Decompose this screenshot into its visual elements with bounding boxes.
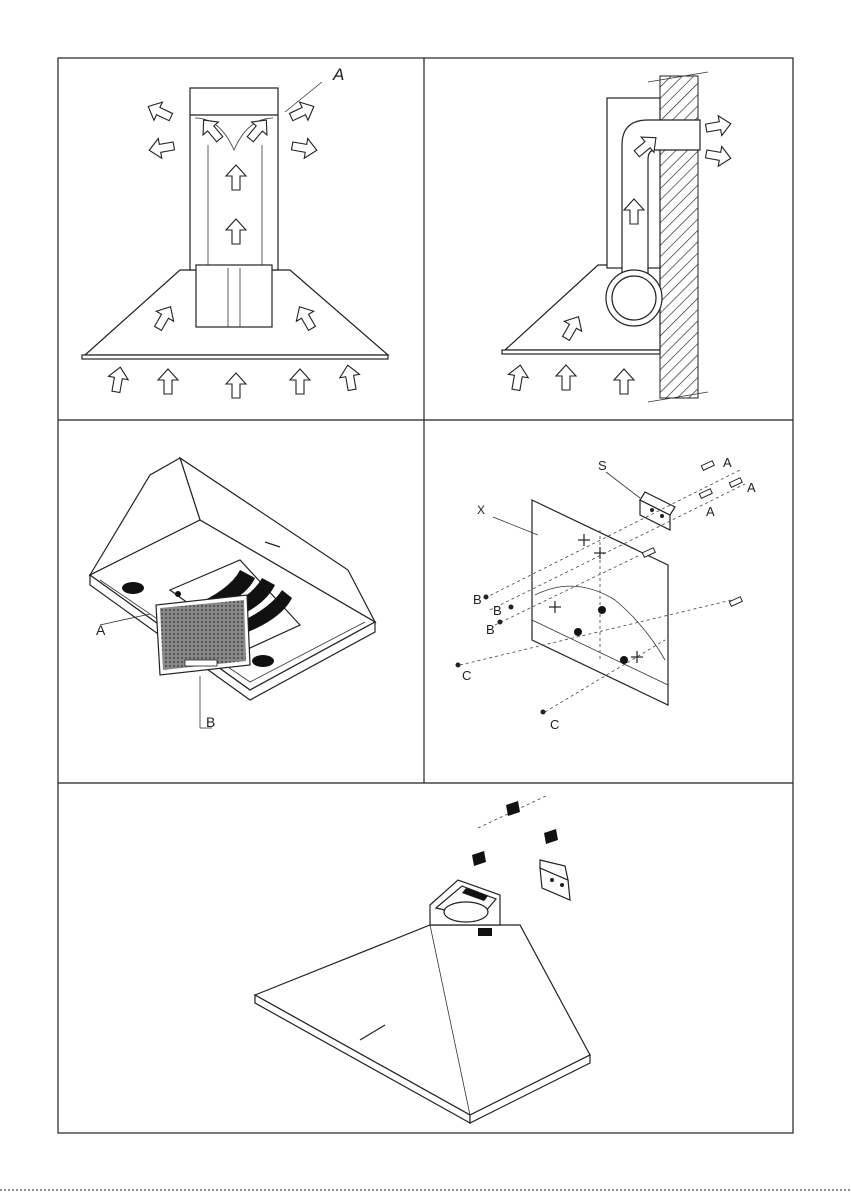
panel-hood-underside-filters: A B [90, 458, 375, 730]
label-c-1: C [462, 668, 471, 683]
label-bracket-s: S [598, 458, 607, 473]
label-a: A [332, 65, 344, 84]
label-template-x: X [477, 503, 485, 517]
label-c-2: C [550, 717, 559, 732]
label-a-1: A [723, 455, 732, 470]
label-filter-a: A [96, 622, 106, 638]
label-b-2: B [493, 603, 502, 618]
panel-ducted-extraction [502, 72, 733, 402]
label-a-2: A [747, 480, 756, 495]
panel-wall-mounting-template: X S A A A B B B C C [456, 455, 757, 732]
label-filter-b: B [206, 714, 215, 730]
label-b-1: B [473, 592, 482, 607]
label-a-3: A [706, 504, 715, 519]
panel-recirculation-airflow: A [82, 65, 388, 398]
panel-hood-assembly [255, 795, 590, 1123]
label-b-3: B [486, 622, 495, 637]
